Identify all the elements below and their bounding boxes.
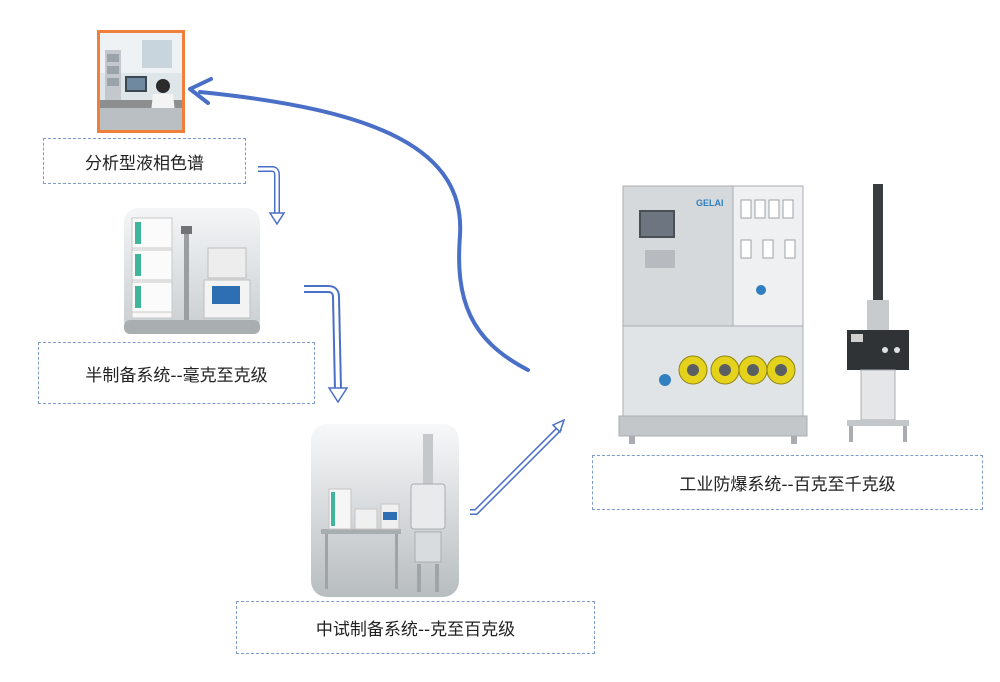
analytical-label: 分析型液相色谱 bbox=[85, 153, 204, 174]
industrial-label-box: 工业防爆系统--百克至千克级 bbox=[592, 455, 983, 510]
arrow-semi-prep-to-pilot bbox=[304, 285, 349, 404]
industrial-system-photo bbox=[618, 184, 909, 444]
analytical-lab-photo bbox=[97, 30, 185, 133]
pilot-label: 中试制备系统--克至百克级 bbox=[315, 620, 516, 640]
arrow-analytical-to-semi-prep bbox=[258, 166, 286, 226]
return-arrow-to-analytical bbox=[198, 90, 530, 372]
analytical-label-box: 分析型液相色谱 bbox=[43, 138, 246, 184]
return-arrow-head bbox=[188, 77, 213, 105]
industrial-label: 工业防爆系统--百克至千克级 bbox=[679, 475, 896, 495]
pilot-label-box: 中试制备系统--克至百克级 bbox=[236, 601, 595, 654]
semi-prep-label-box: 半制备系统--毫克至克级 bbox=[38, 342, 315, 404]
semi-prep-system-photo bbox=[124, 208, 260, 334]
brand-logo: GELAI bbox=[696, 198, 724, 208]
arrow-pilot-to-industrial bbox=[470, 418, 566, 515]
semi-prep-label: 半制备系统--毫克至克级 bbox=[85, 365, 268, 386]
pilot-system-photo bbox=[311, 424, 459, 597]
